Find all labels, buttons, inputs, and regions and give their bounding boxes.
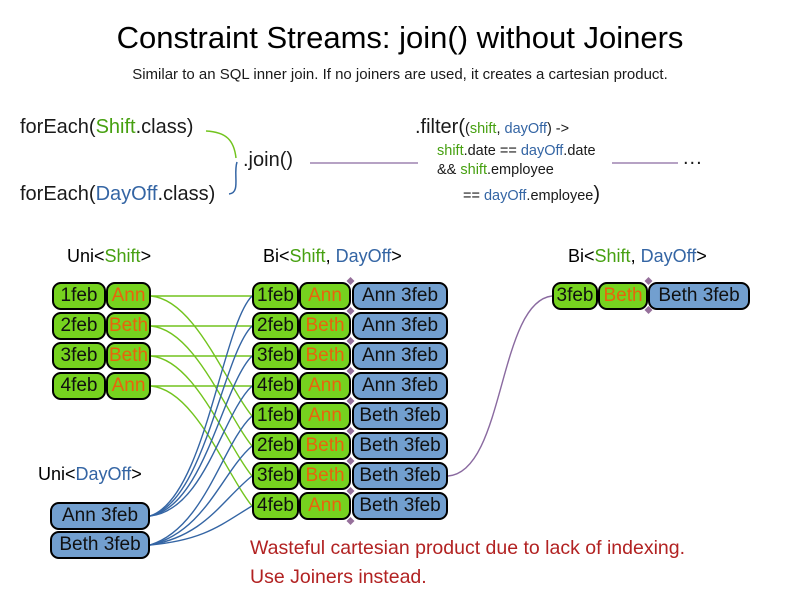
bi-name-cell: Ann xyxy=(299,372,351,400)
label-text: > xyxy=(140,246,152,266)
dayoff-arg-token: dayOff xyxy=(483,188,527,204)
bi-date-cell: 1feb xyxy=(252,282,299,310)
warning-line1: Wasteful cartesian product due to lack o… xyxy=(250,537,686,559)
bi-pair-cell: Ann 3feb xyxy=(352,312,448,340)
result-connector xyxy=(447,295,553,477)
code-filter-line3: && shift.employee xyxy=(437,162,554,178)
bi-date-cell: 3feb xyxy=(252,462,299,490)
shift-name-cell: Ann xyxy=(106,282,151,310)
bi-pair-cell: Ann 3feb xyxy=(352,282,448,310)
join-brace xyxy=(205,130,238,195)
result-pair-cell: Beth 3feb xyxy=(648,282,750,310)
code-text: , xyxy=(496,121,505,137)
bi-pair-cell: Beth 3feb xyxy=(352,402,448,430)
page-subtitle: Similar to an SQL inner join. If no join… xyxy=(132,66,668,83)
shift-arg-token: shift xyxy=(460,162,487,178)
label-uni-dayoff: Uni<DayOff> xyxy=(38,464,142,485)
code-text: .date == xyxy=(463,143,521,159)
code-text: ( xyxy=(465,121,470,137)
shift-date-cell: 4feb xyxy=(52,372,106,400)
shift-arg-token: shift xyxy=(469,121,497,137)
warning-line2: Use Joiners instead. xyxy=(250,566,427,588)
code-text: .employee xyxy=(526,188,594,204)
bi-pair-cell: Beth 3feb xyxy=(352,492,448,520)
code-text: .date xyxy=(563,143,596,159)
bi-pair-cell: Ann 3feb xyxy=(352,372,448,400)
code-ellipsis: ... xyxy=(683,147,703,169)
label-text: Bi< xyxy=(568,246,595,266)
shift-arg-token: shift xyxy=(437,143,464,159)
bi-name-cell: Beth xyxy=(299,342,351,370)
label-text: > xyxy=(696,246,707,266)
filter-close-paren: ) xyxy=(593,183,600,205)
shift-name-cell: Beth xyxy=(106,342,151,370)
bi-date-cell: 1feb xyxy=(252,402,299,430)
dayoff-type-token: DayOff xyxy=(640,246,697,266)
result-date-cell: 3feb xyxy=(552,282,598,310)
result-name-cell: Beth xyxy=(598,282,648,310)
shift-date-cell: 1feb xyxy=(52,282,106,310)
code-text: .employee xyxy=(486,162,554,178)
shift-date-cell: 2feb xyxy=(52,312,106,340)
bi-date-cell: 3feb xyxy=(252,342,299,370)
dayoff-arg-token: dayOff xyxy=(504,121,547,137)
code-text: ) -> xyxy=(546,121,570,137)
bi-name-cell: Ann xyxy=(299,492,351,520)
label-text: , xyxy=(325,246,336,266)
label-text: Bi< xyxy=(263,246,290,266)
code-foreach-shift: forEach(Shift.class) xyxy=(20,116,193,139)
bi-name-cell: Beth xyxy=(299,432,351,460)
shift-name-cell: Ann xyxy=(106,372,151,400)
shift-date-cell: 3feb xyxy=(52,342,106,370)
warning-text: Wasteful cartesian product due to lack o… xyxy=(250,534,685,592)
shift-type-token: Shift xyxy=(594,246,631,266)
bi-name-cell: Ann xyxy=(299,282,351,310)
bi-pair-cell: Beth 3feb xyxy=(352,432,448,460)
bi-name-cell: Beth xyxy=(299,312,351,340)
glue-point-diamonds xyxy=(346,277,653,525)
label-uni-shift: Uni<Shift> xyxy=(67,246,151,267)
shift-connectors xyxy=(150,295,253,507)
bi-date-cell: 4feb xyxy=(252,492,299,520)
bi-pair-cell: Ann 3feb xyxy=(352,342,448,370)
dayoff-type-token: DayOff xyxy=(95,183,158,205)
dayoff-connectors xyxy=(149,295,253,546)
label-text: > xyxy=(131,464,142,484)
dayoff-cell: Ann 3feb xyxy=(50,502,150,530)
label-text: Uni< xyxy=(67,246,105,266)
bi-name-cell: Ann xyxy=(299,402,351,430)
page-title: Constraint Streams: join() without Joine… xyxy=(116,20,684,55)
shift-type-token: Shift xyxy=(104,246,141,266)
label-text: > xyxy=(391,246,402,266)
dayoff-cell: Beth 3feb xyxy=(50,531,150,559)
shift-type-token: Shift xyxy=(289,246,326,266)
code-filter-line4: == dayOff.employee) xyxy=(463,183,600,206)
dayoff-arg-token: dayOff xyxy=(520,143,564,159)
dayoff-type-token: DayOff xyxy=(75,464,132,484)
code-text: .class) xyxy=(157,183,216,205)
bi-pair-cell: Beth 3feb xyxy=(352,462,448,490)
code-text: forEach( xyxy=(20,116,96,138)
shift-type-token: Shift xyxy=(95,116,136,138)
code-filter-line1: .filter((shift, dayOff) -> xyxy=(415,116,569,139)
shift-name-cell: Beth xyxy=(106,312,151,340)
bi-date-cell: 2feb xyxy=(252,312,299,340)
code-foreach-dayoff: forEach(DayOff.class) xyxy=(20,183,215,206)
code-text: == xyxy=(463,188,484,204)
dayoff-type-token: DayOff xyxy=(335,246,392,266)
code-filter-line2: shift.date == dayOff.date xyxy=(437,143,596,159)
code-join: .join() xyxy=(243,149,294,171)
bi-date-cell: 4feb xyxy=(252,372,299,400)
filter-fn: .filter( xyxy=(415,116,465,138)
code-text: && xyxy=(437,162,461,178)
code-text: .class) xyxy=(135,116,194,138)
label-bi-right: Bi<Shift, DayOff> xyxy=(568,246,707,267)
bi-date-cell: 2feb xyxy=(252,432,299,460)
bi-name-cell: Beth xyxy=(299,462,351,490)
label-text: Uni< xyxy=(38,464,76,484)
label-text: , xyxy=(630,246,641,266)
label-bi-mid: Bi<Shift, DayOff> xyxy=(263,246,402,267)
code-text: forEach( xyxy=(20,183,96,205)
